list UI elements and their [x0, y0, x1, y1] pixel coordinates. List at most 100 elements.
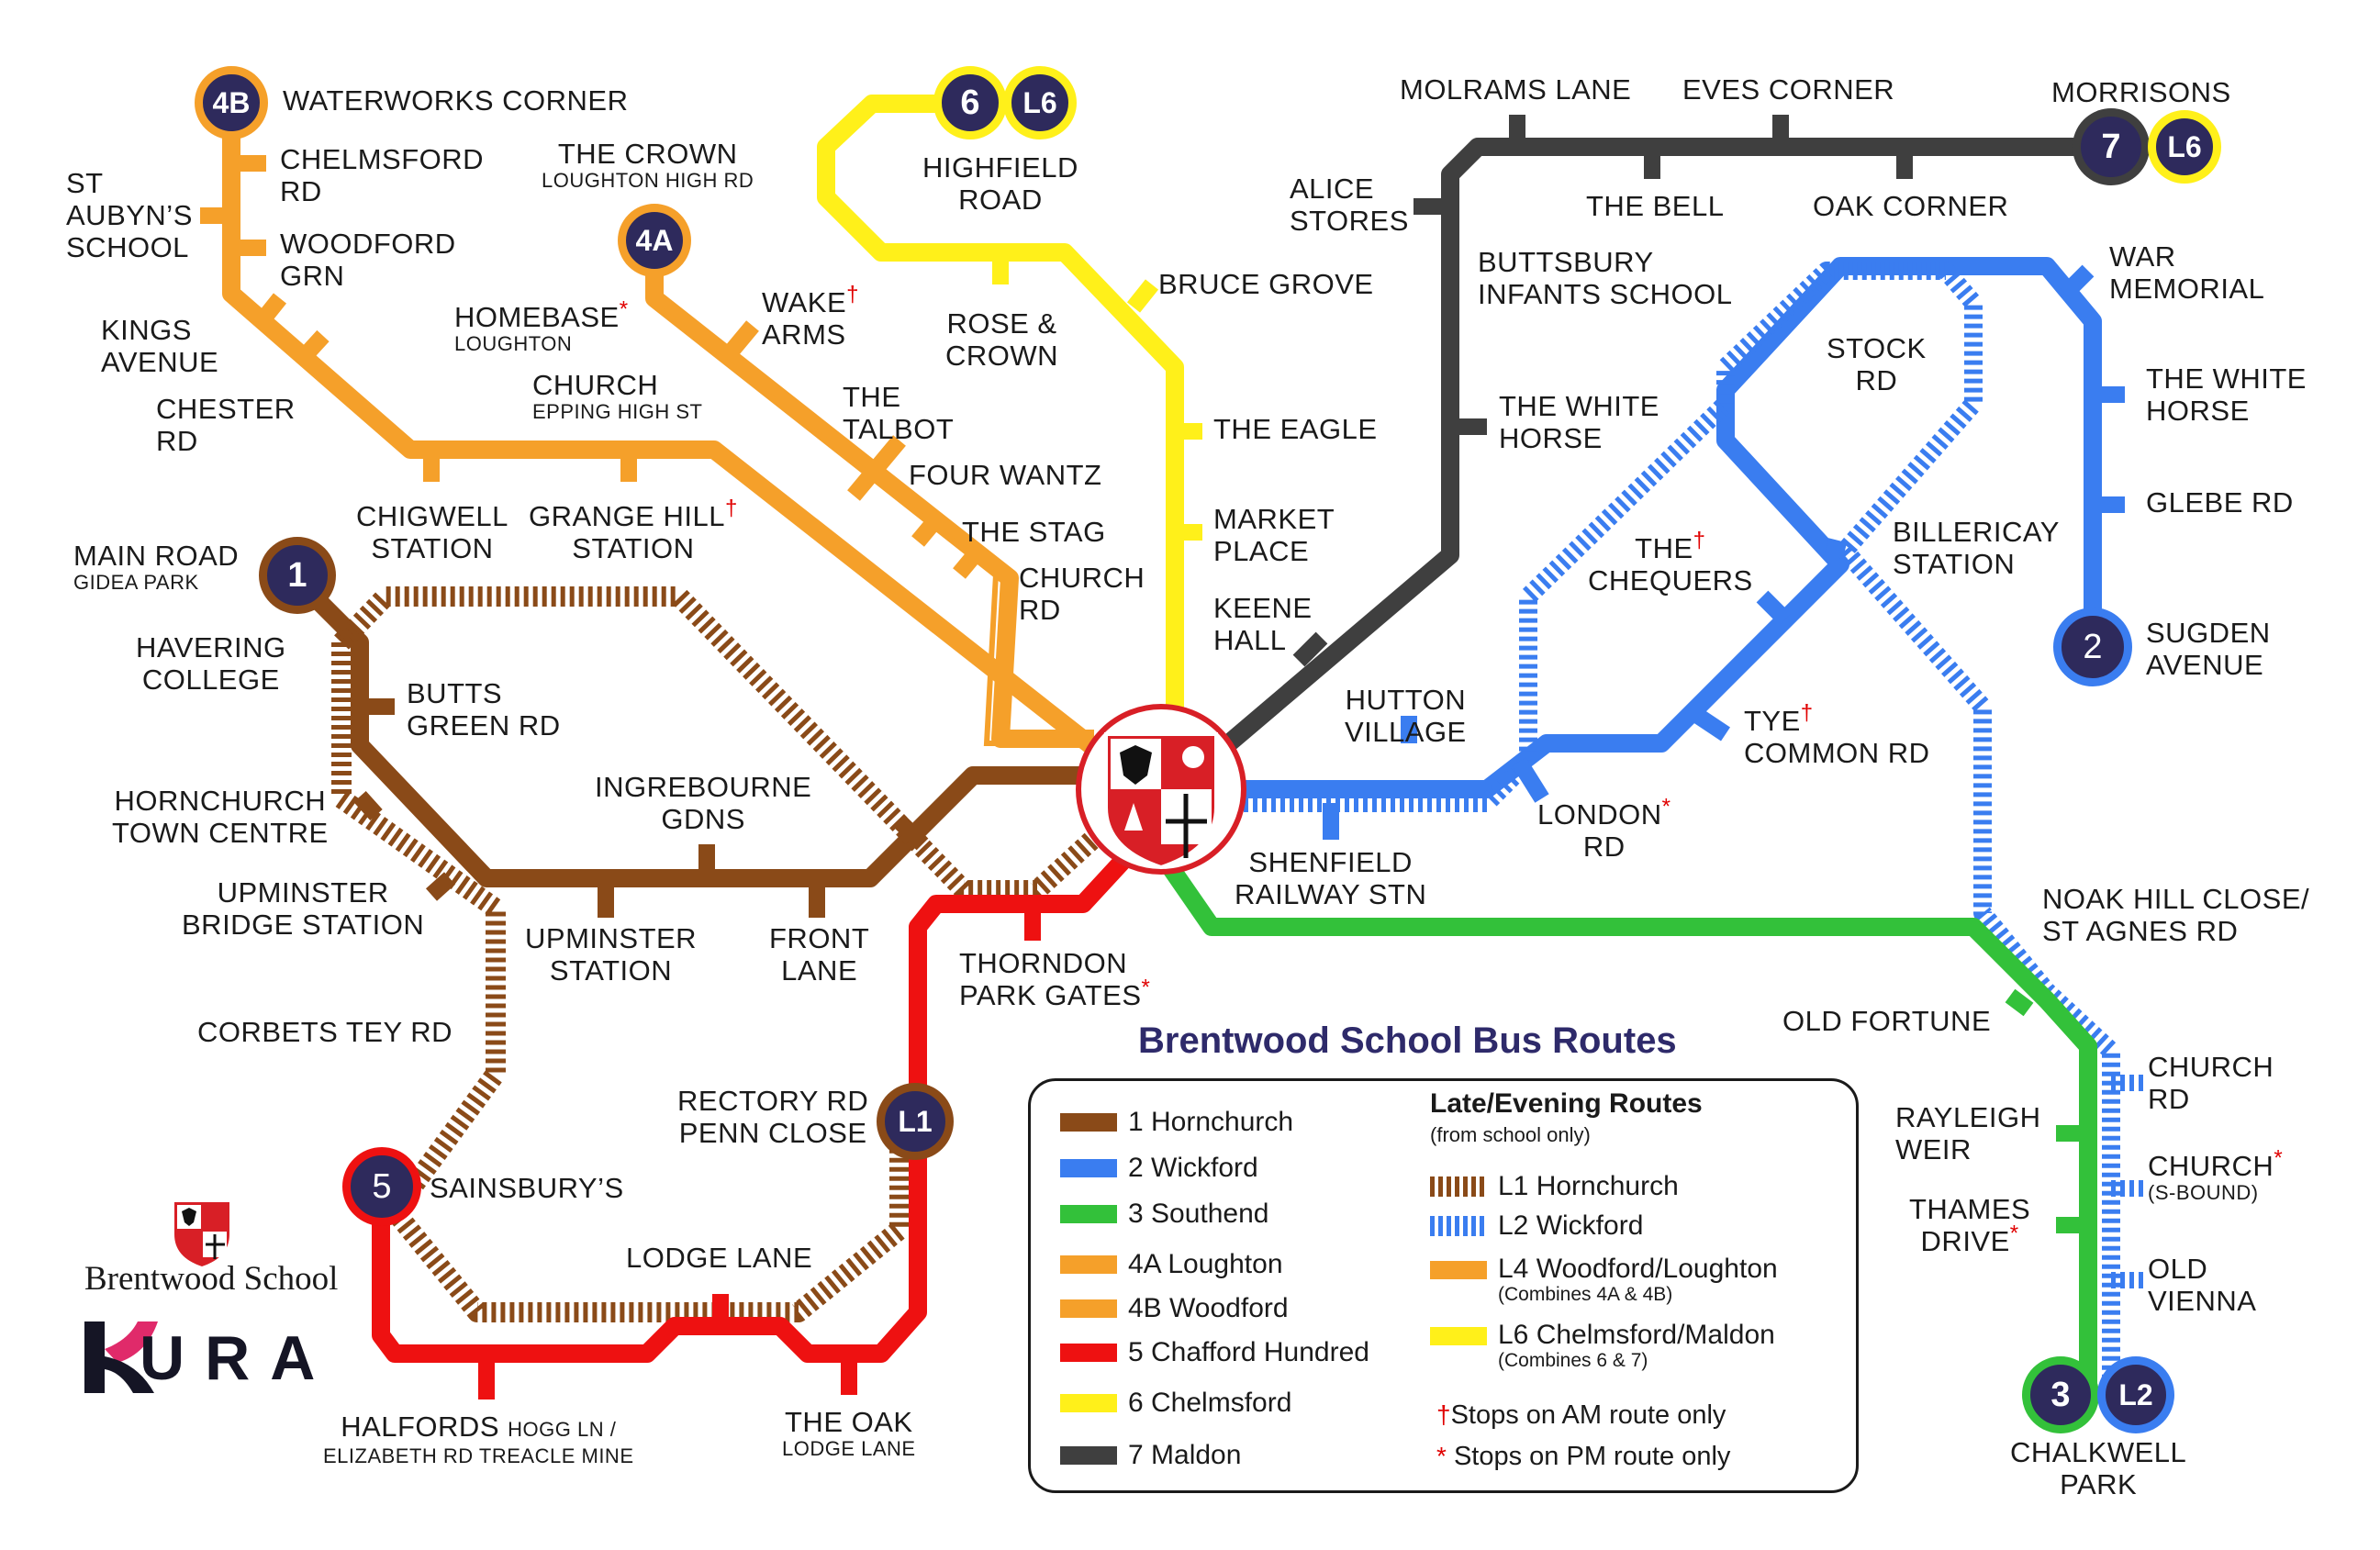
legend-pm-note: * Stops on PM route only [1436, 1442, 1730, 1472]
kura-logo: URA [84, 1321, 323, 1395]
stop-line: WEIR [1895, 1133, 1972, 1165]
pm-only-mark: * [619, 296, 629, 322]
stop-the-chequers: THE†CHEQUERS [1588, 530, 1753, 597]
stop-line: AUBYN’S [66, 199, 193, 231]
legend-late-l4: L4 Woodford/Loughton(Combines 4A & 4B) [1430, 1254, 1778, 1305]
stop-lodge-lane: LODGE LANE [626, 1242, 813, 1274]
legend-swatch [1060, 1344, 1117, 1362]
stop-grange-hill-station: GRANGE HILL†STATION [529, 497, 738, 564]
stop-line: MARKET [1213, 503, 1335, 535]
stop-line: HOMEBASE [454, 301, 620, 333]
legend-label: L6 Chelmsford/Maldon(Combines 6 & 7) [1498, 1320, 1775, 1371]
legend-swatch [1430, 1176, 1487, 1197]
kura-logo-mark [84, 1321, 158, 1393]
stop-homebase: HOMEBASE*LOUGHTON [454, 298, 629, 355]
route-7-line [1168, 138, 2102, 797]
legend-item-2: 2 Wickford [1060, 1153, 1258, 1184]
stop-line: CHURCH [532, 369, 659, 401]
stop-sub: ELIZABETH RD TREACLE MINE [323, 1444, 634, 1467]
stop-line: CHALKWELL [2010, 1436, 2187, 1468]
route-badge-4b: 4B [195, 66, 268, 139]
route-4a-line [645, 241, 1094, 748]
stop-line: THE OAK [785, 1406, 913, 1438]
stop-line: STORES [1290, 205, 1409, 237]
stop-line: TYE [1744, 705, 1801, 737]
legend-label: 3 Southend [1128, 1199, 1269, 1229]
stop-noak-hill: NOAK HILL CLOSE/ST AGNES RD [2042, 883, 2309, 947]
legend-swatch [1060, 1113, 1117, 1132]
legend-label: L1 Hornchurch [1498, 1171, 1679, 1201]
stop-line: STOCK [1827, 332, 1927, 364]
stop-waterworks-corner: WATERWORKS CORNER [283, 84, 629, 117]
stop-line: HORSE [1499, 422, 1603, 454]
stop-line: THE CROWN [557, 138, 738, 170]
am-note-text: Stops on AM route only [1450, 1400, 1726, 1430]
stop-molrams-lane: MOLRAMS LANE [1400, 73, 1632, 106]
stop-line: COMMON RD [1744, 737, 1930, 769]
school-logo-crest [174, 1202, 229, 1266]
stop-line: STATION [371, 532, 494, 564]
kura-wordmark: URA [140, 1323, 336, 1393]
stop-line: SUGDEN [2146, 617, 2271, 649]
stop-line: ROSE & [946, 307, 1057, 340]
stop-line: UPMINSTER [217, 876, 389, 909]
legend-item-4b: 4B Woodford [1060, 1293, 1289, 1324]
stop-line: THE WHITE [1499, 390, 1659, 422]
legend-item-3: 3 Southend [1060, 1199, 1268, 1230]
stop-line: KEENE [1213, 592, 1313, 624]
stop-line: BILLERICAY [1893, 516, 2060, 548]
stop-line: AVENUE [101, 346, 219, 378]
route-badge-1: 1 [259, 537, 336, 614]
stop-line: CHURCH [2148, 1051, 2274, 1083]
pm-note-text: Stops on PM route only [1453, 1442, 1731, 1471]
stop-morrisons: MORRISONS [2051, 76, 2231, 108]
route-badge-5: 5 [342, 1147, 421, 1226]
stop-line: HORNCHURCH [114, 785, 327, 817]
stop-line: BUTTS [407, 677, 503, 709]
legend-swatch [1060, 1159, 1117, 1177]
stop-line: THE [1635, 532, 1693, 564]
legend-swatch [1430, 1216, 1487, 1236]
stop-line: WOODFORD [280, 228, 456, 260]
stop-line: STATION [1893, 548, 2016, 580]
stop-line: INFANTS SCHOOL [1478, 278, 1733, 310]
school-name: Brentwood School [84, 1260, 339, 1298]
stop-line: FRONT [769, 922, 870, 954]
route-badge-7: 7 [2073, 108, 2150, 185]
legend-item-5: 5 Chafford Hundred [1060, 1337, 1369, 1368]
stop-line: CHEQUERS [1588, 564, 1753, 597]
stop-line: RD [1019, 594, 1061, 626]
stop-line: THE [843, 381, 901, 413]
am-only-mark: † [724, 496, 738, 521]
legend-label: L2 Wickford [1498, 1210, 1644, 1241]
stop-line: HALFORDS [341, 1411, 499, 1443]
legend-label: 1 Hornchurch [1128, 1107, 1294, 1137]
legend-late-l6: L6 Chelmsford/Maldon(Combines 6 & 7) [1430, 1320, 1775, 1371]
stop-line: WAR [2109, 240, 2176, 273]
stop-line: MAIN ROAD [73, 540, 240, 572]
legend-swatch [1430, 1327, 1487, 1345]
star-symbol: * [1436, 1442, 1447, 1470]
stop-line: RD [156, 425, 198, 457]
stop-line: HAVERING [136, 631, 286, 663]
